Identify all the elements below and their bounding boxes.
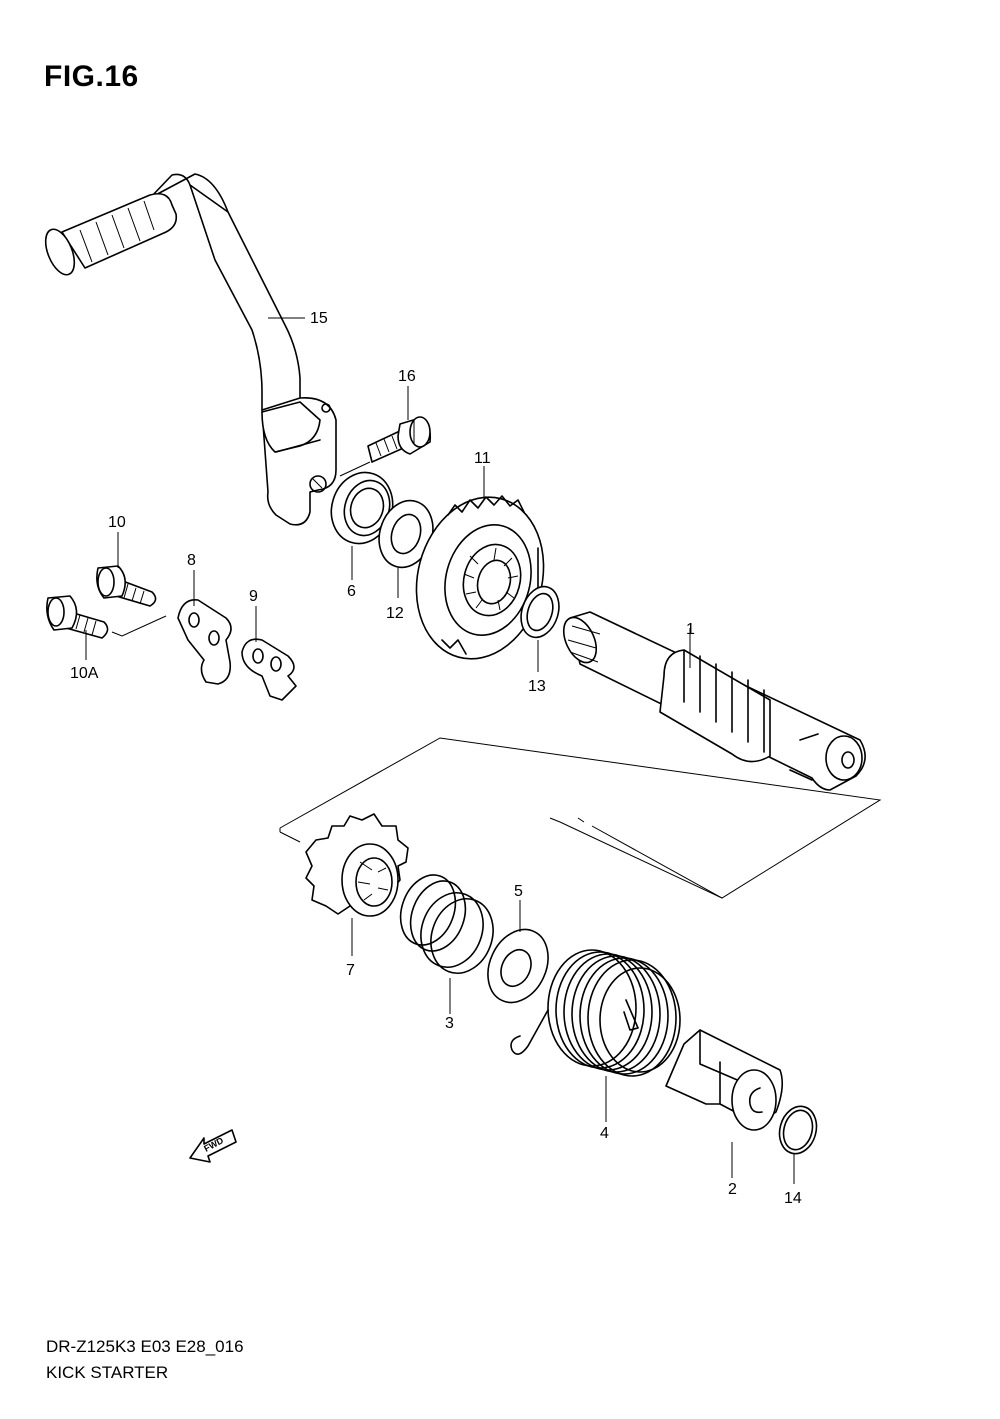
callout-3: 3 — [445, 1015, 454, 1032]
subassembly-outline — [279, 737, 882, 899]
circlip-14-part — [778, 1105, 818, 1155]
callout-1: 1 — [686, 621, 695, 638]
callout-5: 5 — [514, 883, 523, 900]
callout-15: 15 — [310, 310, 328, 327]
return-spring-4-part — [510, 949, 681, 1077]
washer-13-part — [520, 585, 560, 639]
kick-shaft-1-part — [562, 611, 866, 791]
callout-9: 9 — [249, 588, 258, 605]
spring-guide-2-part — [665, 1029, 784, 1131]
callout-8: 8 — [187, 552, 196, 569]
guide-plate-9-part — [241, 638, 297, 701]
spring-3-part — [399, 874, 494, 974]
kick-lever-part — [44, 173, 337, 526]
assembly-name: KICK STARTER — [46, 1363, 169, 1382]
model-code: DR-Z125K3 E03 E28_016 — [46, 1337, 244, 1356]
washer-5-part — [487, 928, 549, 1004]
callout-10a: 10A — [70, 665, 99, 682]
bolt-10-part — [96, 565, 157, 607]
callout-13: 13 — [528, 678, 546, 695]
drive-gear-7-part — [305, 813, 409, 917]
callout-4: 4 — [600, 1125, 609, 1142]
callout-2: 2 — [728, 1181, 737, 1198]
callout-12: 12 — [386, 605, 404, 622]
kick-gear-11-part — [415, 495, 545, 660]
diagram-footer: DR-Z125K3 E03 E28_016 KICK STARTER — [46, 1334, 244, 1386]
fwd-arrow-icon: FWD — [189, 1129, 237, 1163]
callout-14: 14 — [784, 1190, 802, 1207]
callout-10: 10 — [108, 514, 126, 531]
bolt-16-part — [367, 416, 432, 463]
figure-title: FIG.16 — [44, 60, 139, 93]
callout-6: 6 — [347, 583, 356, 600]
callout-11: 11 — [474, 450, 491, 467]
stopper-plate-8-part — [177, 599, 232, 685]
callout-16: 16 — [398, 368, 416, 385]
callout-7: 7 — [346, 962, 355, 979]
bolt-10a-part — [46, 595, 109, 639]
